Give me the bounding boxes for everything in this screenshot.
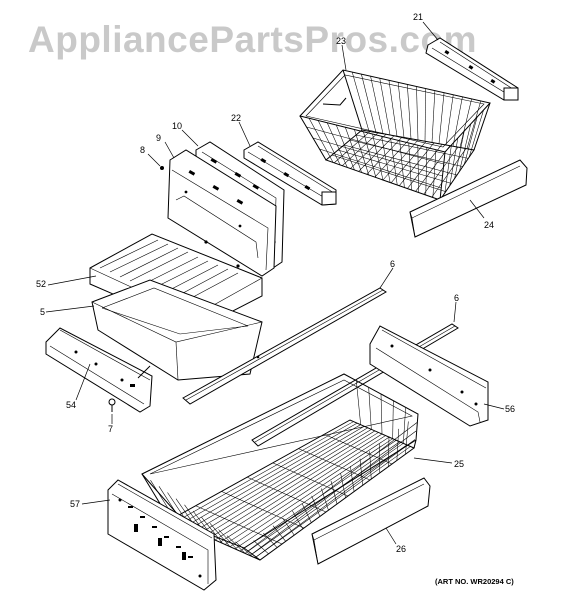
watermark-text: AppliancePartsPros.com [28, 19, 477, 60]
callout-23: 23 [336, 36, 346, 46]
part-6-rail-upper[interactable] [182, 287, 387, 405]
part-24-upper-trim[interactable] [409, 159, 528, 238]
callout-54: 54 [66, 400, 76, 410]
callout-52: 52 [36, 279, 46, 289]
callout-9: 9 [156, 133, 161, 143]
part-54-left-bracket[interactable] [45, 327, 153, 413]
callout-10: 10 [172, 121, 182, 131]
part-56-right-bracket[interactable] [369, 325, 489, 427]
part-5-pan[interactable] [91, 279, 263, 381]
part-21-slide[interactable] [425, 37, 519, 101]
callout-24: 24 [484, 220, 494, 230]
callout-57: 57 [70, 499, 80, 509]
part-26-lower-trim[interactable] [311, 477, 431, 565]
leader-lines [45, 21, 505, 545]
callout-6-lower: 6 [454, 293, 459, 303]
part-8-screw[interactable] [160, 166, 164, 170]
part-22-slide[interactable] [243, 141, 337, 206]
part-9-rear-frame[interactable] [160, 149, 277, 277]
callout-21: 21 [413, 12, 423, 22]
callout-25: 25 [454, 459, 464, 469]
callout-22: 22 [231, 113, 241, 123]
callout-labels: 21 23 10 9 22 8 24 6 52 5 6 54 56 7 25 5… [36, 12, 515, 554]
part-57-bracket[interactable] [107, 479, 217, 591]
callout-8: 8 [140, 145, 145, 155]
part-23-upper-basket[interactable] [299, 69, 491, 201]
art-number: (ART NO. WR20294 C) [435, 577, 514, 586]
callout-6-upper: 6 [390, 259, 395, 269]
part-7-screw[interactable] [108, 398, 116, 412]
callout-26: 26 [396, 544, 406, 554]
callout-7: 7 [108, 424, 113, 434]
callout-56: 56 [505, 404, 515, 414]
callout-5: 5 [40, 307, 45, 317]
